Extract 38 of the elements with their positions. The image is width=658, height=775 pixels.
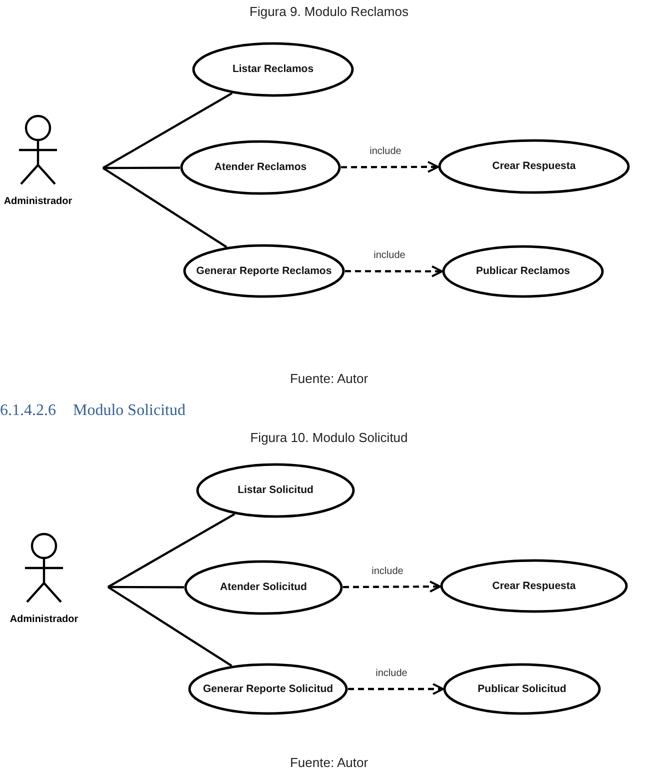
figure-caption: Fuente: Autor — [290, 755, 368, 771]
use-case-ellipse — [440, 559, 628, 613]
use-case-ellipse — [184, 560, 343, 615]
actor-label: Administrador — [4, 196, 72, 208]
use-case-label: Atender Reclamos — [213, 161, 308, 174]
use-case-ellipse — [438, 139, 630, 194]
use-case-label: Atender Solicitud — [219, 581, 308, 594]
section-number: 6.1.4.2.6 — [0, 401, 56, 421]
association-line — [107, 513, 236, 588]
use-case-label: Crear Respuesta — [491, 160, 577, 173]
use-case-ellipse — [192, 42, 354, 97]
use-case-ellipse — [180, 140, 341, 195]
association-line — [107, 586, 232, 667]
association-line — [102, 92, 233, 169]
dashed-arrow — [345, 265, 443, 278]
figure-caption: Figura 9. Modulo Reclamos — [250, 4, 408, 20]
use-case-ellipse — [443, 663, 601, 715]
use-case-label: Generar Reporte Solicitud — [202, 682, 334, 696]
association-line — [108, 586, 184, 588]
use-case-label: Crear Respuesta — [491, 580, 577, 592]
dashed-arrow — [348, 683, 444, 695]
use-case-ellipse — [188, 663, 348, 715]
dashed-arrow — [342, 580, 442, 593]
dashed-arrow — [341, 160, 439, 173]
figure-caption: Fuente: Autor — [290, 371, 368, 387]
use-case-label: Publicar Reclamos — [475, 265, 571, 278]
section-heading: Modulo Solicitud — [73, 401, 186, 421]
figure-caption: Figura 10. Modulo Solicitud — [250, 430, 408, 446]
association-line — [102, 167, 228, 248]
use-case-label: Listar Reclamos — [231, 63, 315, 76]
use-case-label: Publicar Solicitud — [476, 682, 568, 696]
use-case-label: Generar Reporte Reclamos — [195, 264, 333, 278]
use-case-ellipse — [196, 463, 355, 518]
actor-label: Administrador — [10, 614, 78, 626]
use-case-label: Listar Solicitud — [236, 484, 314, 497]
use-case-ellipse — [183, 244, 345, 298]
use-case-ellipse — [442, 245, 604, 298]
association-line — [103, 166, 180, 170]
